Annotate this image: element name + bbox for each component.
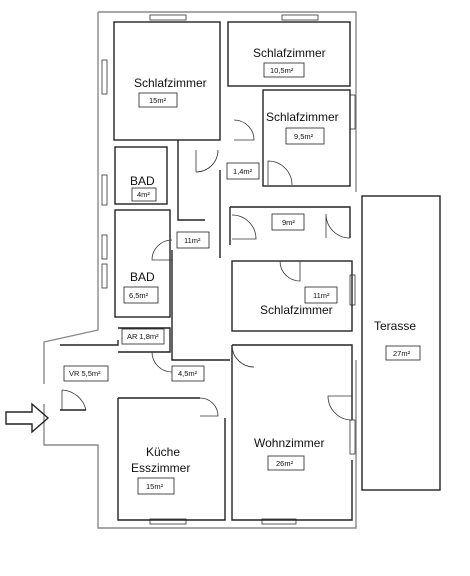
schlafzimmer-top-right-area: 10,5m² xyxy=(270,66,294,75)
vr-label: VR 5,5m² xyxy=(69,369,101,378)
room-schlafzimmer-bottom xyxy=(231,260,353,332)
room-schlafzimmer-top-right xyxy=(227,21,351,87)
corridor-area: 11m² xyxy=(184,236,201,245)
outer-walls xyxy=(43,11,357,529)
bad-top-name: BAD xyxy=(130,174,155,188)
kueche-name-line1: Küche xyxy=(146,445,180,459)
schlafzimmer-top-right-name: Schlafzimmer xyxy=(253,46,326,60)
terasse-name: Terasse xyxy=(374,319,416,333)
schlafzimmer-bottom-name: Schlafzimmer xyxy=(260,303,333,317)
ar-label: AR 1,8m² xyxy=(127,332,159,341)
hall-45-area: 4,5m² xyxy=(178,369,198,378)
room-schlafzimmer-middle-right xyxy=(262,89,351,187)
schlafzimmer-middle-right-name: Schlafzimmer xyxy=(266,110,339,124)
room-bad-top xyxy=(114,146,168,205)
wohnzimmer-area: 26m² xyxy=(276,459,294,468)
room-bad-bottom xyxy=(114,209,171,318)
entrance-arrow-icon xyxy=(5,402,50,434)
schlafzimmer-middle-right-area: 9,5m² xyxy=(294,132,314,141)
kueche-area: 15m² xyxy=(146,482,164,491)
terrace-outline xyxy=(361,195,441,491)
storage-9-area: 9m² xyxy=(282,218,295,227)
hall-small-area: 1,4m² xyxy=(233,167,253,176)
bad-bottom-area: 6,5m² xyxy=(129,291,149,300)
schlafzimmer-top-left-area: 15m² xyxy=(149,96,167,105)
bad-top-area: 4m² xyxy=(137,190,150,199)
room-schlafzimmer-top-left xyxy=(113,21,221,141)
door-swings xyxy=(61,119,353,421)
bad-bottom-name: BAD xyxy=(130,270,155,284)
schlafzimmer-bottom-area: 11m² xyxy=(313,291,330,300)
wohnzimmer-name: Wohnzimmer xyxy=(254,436,324,450)
terasse-area: 27m² xyxy=(393,349,411,358)
kueche-name-line2: Esszimmer xyxy=(131,461,190,475)
interior-walls xyxy=(60,21,353,521)
schlafzimmer-top-left-name: Schlafzimmer xyxy=(134,76,207,90)
